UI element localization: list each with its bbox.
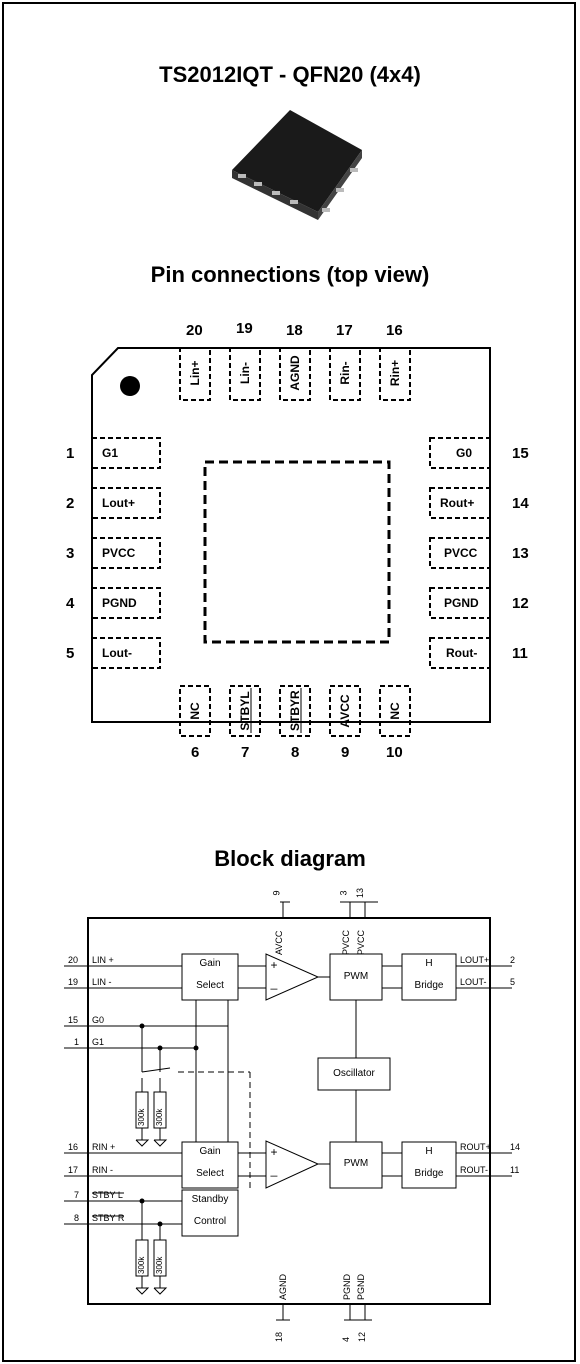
bd-pin-label: PVCC xyxy=(341,929,351,955)
pin-number: 8 xyxy=(291,744,300,761)
opamp-plus: + xyxy=(270,958,278,972)
resistor-label: 300k xyxy=(155,1256,164,1274)
resistor-label: 300k xyxy=(137,1256,146,1274)
standby-control-block: Standby xyxy=(191,1194,229,1205)
pin-label: Rout- xyxy=(446,646,478,660)
bd-pin-number: 9 xyxy=(271,890,282,896)
pin-number: 9 xyxy=(341,744,350,761)
pin-number: 6 xyxy=(191,744,200,761)
bd-pin-label: STBY L xyxy=(92,1190,123,1200)
pin-number: 5 xyxy=(66,645,75,662)
bd-pin-number: 7 xyxy=(74,1190,80,1200)
opamp-plus: + xyxy=(270,1145,278,1159)
bd-pin-label: LIN - xyxy=(92,977,112,987)
bd-pin-label: AGND xyxy=(278,1273,288,1300)
bd-pin-number: 1 xyxy=(74,1037,80,1047)
bd-pin-number: 18 xyxy=(274,1331,284,1342)
opamp-minus: _ xyxy=(270,976,278,990)
bd-pin-label: ROUT- xyxy=(460,1165,488,1175)
opamp-minus: _ xyxy=(270,1163,278,1177)
bd-pin-number: 19 xyxy=(68,977,79,987)
pin-number: 1 xyxy=(66,445,75,462)
gain-select-block-bottom: Gain xyxy=(199,1146,221,1157)
resistor-label: 300k xyxy=(137,1108,146,1126)
pin-number: 2 xyxy=(66,495,75,512)
bd-pin-number: 12 xyxy=(357,1331,367,1342)
bd-pin-label: PGND xyxy=(342,1273,352,1300)
pin-label: Rout+ xyxy=(440,496,475,510)
bd-pin-label: G0 xyxy=(92,1015,105,1025)
pin-label: PGND xyxy=(444,596,479,610)
pin-number: 15 xyxy=(512,445,529,462)
pin-number: 13 xyxy=(512,545,529,562)
pin-label: G1 xyxy=(102,446,119,460)
pwm-block-top: PWM xyxy=(343,971,369,982)
pin-label: PVCC xyxy=(102,546,136,560)
pin-label: G0 xyxy=(456,446,473,460)
pin-number: 4 xyxy=(66,595,75,612)
gain-select-block-top: Select xyxy=(196,980,224,991)
bd-pin-label: PGND xyxy=(356,1273,366,1300)
gain-select-block-top: Gain xyxy=(199,958,221,969)
h-bridge-block-bottom: H xyxy=(425,1146,433,1157)
gain-select-block-bottom: Select xyxy=(196,1168,224,1179)
bd-pin-number: 2 xyxy=(510,955,516,965)
bd-pin-number: 3 xyxy=(338,890,349,896)
pin-label: Lout+ xyxy=(102,496,135,510)
bd-pin-label: RIN + xyxy=(92,1142,116,1152)
bd-pin-number: 8 xyxy=(74,1213,80,1223)
bd-pin-number: 15 xyxy=(68,1015,79,1025)
block-diagram-heading: Block diagram xyxy=(214,846,366,871)
bd-pin-number: 5 xyxy=(510,977,516,987)
pwm-block-bottom: PWM xyxy=(343,1158,369,1169)
bd-pin-label: G1 xyxy=(92,1037,105,1047)
bd-pin-label: AVCC xyxy=(274,930,284,955)
pin-connections-heading: Pin connections (top view) xyxy=(150,262,430,287)
pin-number: 11 xyxy=(512,645,528,662)
pin-number: 17 xyxy=(336,322,353,339)
pin-number: 20 xyxy=(186,322,203,339)
bd-pin-number: 20 xyxy=(68,955,79,965)
pin-label: PGND xyxy=(102,596,137,610)
pin-number: 18 xyxy=(286,322,303,339)
h-bridge-block-top: Bridge xyxy=(414,980,444,991)
pin-label: Lout- xyxy=(102,646,132,660)
pin-number: 14 xyxy=(512,495,529,512)
package-title: TS2012IQT - QFN20 (4x4) xyxy=(159,62,421,87)
pin-number: 3 xyxy=(66,545,75,562)
bd-pin-number: 17 xyxy=(68,1165,79,1175)
bd-pin-label: PVCC xyxy=(356,929,366,955)
bd-pin-label: LIN + xyxy=(92,955,114,965)
bd-pin-label: STBY R xyxy=(92,1213,125,1223)
bd-pin-number: 11 xyxy=(510,1165,520,1175)
bd-pin-label: RIN - xyxy=(92,1165,113,1175)
h-bridge-block-top: H xyxy=(425,958,433,969)
bd-pin-number: 4 xyxy=(341,1336,351,1342)
h-bridge-block-bottom: Bridge xyxy=(414,1168,444,1179)
pin-number: 12 xyxy=(512,595,529,612)
bd-pin-number: 16 xyxy=(68,1142,79,1152)
pin-number: 16 xyxy=(386,322,403,339)
pin-number: 7 xyxy=(241,744,250,761)
resistor-label: 300k xyxy=(155,1108,164,1126)
pin-label: PVCC xyxy=(444,546,478,560)
bd-pin-label: LOUT- xyxy=(460,977,487,987)
oscillator-block: Oscillator xyxy=(333,1068,375,1079)
bd-pin-number: 13 xyxy=(355,887,366,899)
standby-control-block: Control xyxy=(193,1216,227,1227)
bd-pin-number: 14 xyxy=(510,1142,521,1152)
pin-number: 19 xyxy=(236,320,253,337)
bd-pin-label: ROUT+ xyxy=(460,1142,491,1152)
bd-pin-label: LOUT+ xyxy=(460,955,490,965)
pin-number: 10 xyxy=(386,744,403,761)
